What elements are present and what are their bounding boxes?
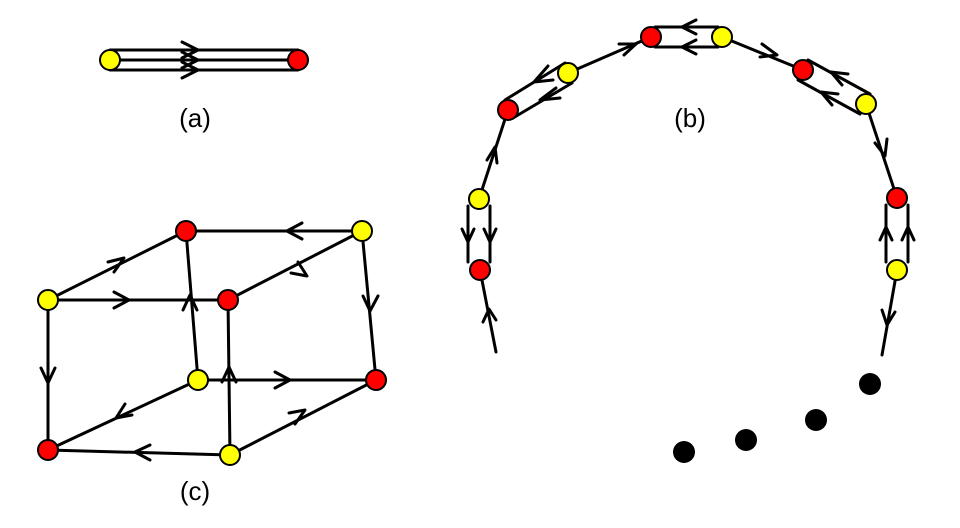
panel-b-edge-double-4a [806,58,872,96]
panel-b-arrow-3 [617,42,638,57]
panel-b: (b) [460,18,916,463]
panel-b-arrow-tail-right [880,308,897,327]
panel-b-arrow-2 [485,145,499,165]
panel-c-arrow-back-right [361,294,380,313]
panel-b-continuation-dot-1 [859,373,881,395]
panel-c-edge-conn-br [228,378,378,457]
panel-b-node-red-2 [497,99,519,121]
panel-b-edge-3 [566,35,653,75]
panel-b-arrow-double-2a [532,64,555,84]
panel-c-arrow-front-right [220,365,238,384]
panel-c-node-back-bottom-left [187,369,209,391]
panel-b-label: (b) [674,103,706,133]
panel-c-node-front-bottom-left [37,439,59,461]
panel-b-arrow-4 [758,42,779,59]
panel-a-node-red [287,49,309,71]
panel-c-node-back-top-right [351,220,373,242]
panel-b-continuation-dot-4 [673,441,695,463]
panel-b-node-yellow-5 [886,259,908,281]
panel-b-node-yellow-1 [468,188,490,210]
panel-b-arrow-double-4a [829,70,850,87]
panel-b-edge-double-4b [796,78,862,116]
panel-c-arrow-conn-tl [106,256,126,274]
panel-c-label: (c) [180,476,210,506]
panel-a-label: (a) [179,103,211,133]
panel-b-node-red-3 [640,26,662,48]
panel-b-arrow-double-3b [680,38,698,56]
panel-b-arrow-double-1b [482,227,498,244]
panel-b-node-yellow-3 [711,26,733,48]
panel-c-edge-back-left [184,229,200,382]
panel-b-arrow-double-5a [878,225,894,242]
panel-c-arrow-back-left [181,293,199,312]
panel-c-edge-conn-bl [46,378,200,452]
panel-a-arrow-3 [180,60,200,80]
panel-a: (a) [99,40,309,133]
panel-c-node-front-top-left [37,289,59,311]
panel-b-edge-2 [477,108,510,201]
panel-c: (c) [37,220,387,506]
panel-b-node-red-5 [886,187,908,209]
panel-b-arrow-double-4b [819,90,840,107]
panel-c-arrow-front-top [112,290,131,310]
panel-c-arrow-front-bottom [133,443,152,462]
panel-a-node-yellow [99,49,121,71]
panel-b-node-yellow-4 [855,93,877,115]
panel-b-node-red-1 [469,259,491,281]
panel-b-arrow-double-2b [538,86,562,102]
panel-c-node-front-top-right [217,289,239,311]
panel-c-node-back-top-left [175,220,197,242]
panel-c-arrow-conn-br [287,408,307,426]
panel-c-arrow-back-bottom [273,370,292,390]
panel-b-continuation-dot-2 [805,409,827,431]
panel-b-node-yellow-2 [557,62,579,84]
panel-b-arrow-double-5b [900,225,916,242]
panel-b-edge-4 [720,35,805,72]
panel-c-node-front-bottom-right [219,444,241,466]
panel-b-arrow-double-1a [460,227,476,244]
panel-b-node-red-4 [792,59,814,81]
panel-c-arrow-front-left [39,366,57,385]
panel-c-arrow-conn-tr [289,260,309,278]
panel-b-continuation-dot-3 [735,429,757,451]
panel-b-arrow-5 [873,137,889,158]
panel-c-edge-conn-tr [226,229,364,302]
panel-b-arrow-double-3a [680,18,698,36]
panel-c-arrow-back-top [285,221,304,241]
panel-b-edge-tail-right [880,268,899,357]
panel-c-edge-front-right [226,298,232,457]
panel-c-arrow-conn-bl [114,402,134,420]
panel-b-arrow-tail-left [481,307,498,324]
panel-c-node-back-bottom-right [365,369,387,391]
